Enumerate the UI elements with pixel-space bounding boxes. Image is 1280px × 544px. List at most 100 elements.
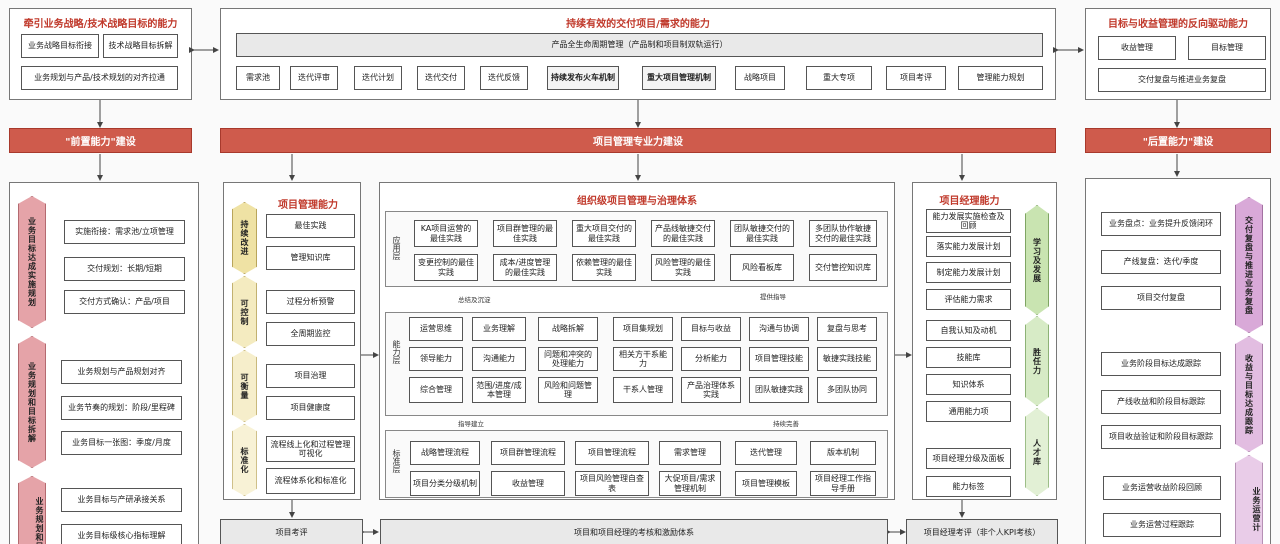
- arrow-label: 总结及沉淀: [458, 296, 491, 304]
- app-box: 风险看板库: [730, 254, 794, 281]
- std-box: 项目风险管理自查表: [575, 471, 649, 496]
- app-box: 产品线敏捷交付的最佳实践: [651, 220, 715, 247]
- pm-box: 管理知识库: [266, 246, 355, 270]
- pm-side-label: 可衡量: [232, 350, 257, 422]
- pmm-box: 制定能力发展计划: [926, 262, 1011, 283]
- right-side-label: 业务运营计: [1235, 455, 1263, 544]
- pmm-box: 自我认知及动机: [926, 320, 1011, 341]
- cap-box: 战略拆解: [538, 317, 598, 341]
- pmm-side-label: 人才库: [1025, 408, 1049, 496]
- arrow-label: 指导建立: [458, 420, 484, 428]
- top-left-title: 牵引业务战略/技术战略目标的能力: [23, 19, 178, 30]
- top-right-box: 收益管理: [1098, 36, 1176, 60]
- cap-box: 业务理解: [472, 317, 526, 341]
- step-box: 项目考评: [886, 66, 946, 90]
- top-center-title: 持续有效的交付项目/需求的能力: [566, 19, 710, 30]
- left-box: 实施衔接：需求池/立项管理: [64, 220, 185, 244]
- layer-label: 能力层: [392, 340, 401, 364]
- right-box: 项目交付复盘: [1101, 286, 1221, 310]
- cap-box: 敏捷实践技能: [817, 347, 877, 371]
- pm-box: 流程体系化和标准化: [266, 468, 355, 494]
- cap-box: 目标与收益: [681, 317, 741, 341]
- cap-box: 分析能力: [681, 347, 741, 371]
- top-right-title: 目标与收益管理的反向驱动能力: [1108, 19, 1248, 30]
- std-box: 项目经理工作指导手册: [810, 471, 876, 496]
- pmm-box: 通用能力项: [926, 401, 1011, 422]
- step-box: 重大专项: [806, 66, 872, 90]
- pm-box: 流程线上化和过程管理可视化: [266, 436, 355, 462]
- pmm-box: 能力标签: [926, 476, 1011, 497]
- left-box: 交付方式确认：产品/项目: [64, 290, 185, 314]
- pmm-side-label: 学习及发展: [1025, 205, 1049, 315]
- std-box: 项目分类分级机制: [410, 471, 480, 496]
- cap-box: 沟通与协调: [749, 317, 809, 341]
- lifecycle-bar: 产品全生命周期管理（产品制和项目制双轨运行）: [236, 33, 1043, 57]
- app-box: 多团队协作敏捷交付的最佳实践: [809, 220, 877, 247]
- app-box: KA项目运营的最佳实践: [414, 220, 478, 247]
- app-box: 风险管理的最佳实践: [651, 254, 715, 281]
- cap-box: 问题和冲突的处理能力: [538, 347, 598, 371]
- step-box: 战略项目: [735, 66, 785, 90]
- std-box: 项目管理流程: [575, 441, 649, 465]
- step-box: 迭代计划: [354, 66, 402, 90]
- std-box: 迭代管理: [735, 441, 797, 465]
- pm-box: 项目治理: [266, 364, 355, 388]
- left-side-label: 业务目标达成实施规划: [18, 196, 46, 328]
- right-box: 业务盘点：业务提升反馈闭环: [1101, 212, 1221, 236]
- pm-side-label: 可控制: [232, 276, 257, 348]
- step-box: 管理能力规划: [958, 66, 1043, 90]
- std-box: 项目群管理流程: [491, 441, 565, 465]
- std-box: 需求管理: [659, 441, 721, 465]
- std-box: 大促项目/需求管理机制: [659, 471, 721, 496]
- cap-box: 产品治理体系实践: [681, 377, 741, 403]
- banner-back-ability: "后置能力"建设: [1085, 128, 1271, 153]
- cap-box: 范围/进度/成本管理: [472, 377, 526, 403]
- pmm-box: 项目经理分级及面板: [926, 448, 1011, 469]
- layer-label: 应用层: [392, 236, 401, 260]
- pm-ability-title: 项目管理能力: [278, 200, 338, 211]
- banner-front-ability: "前置能力"建设: [9, 128, 192, 153]
- app-box: 团队敏捷交付的最佳实践: [730, 220, 794, 247]
- bottom-center-box: 项目和项目经理的考核和激励体系: [380, 519, 888, 544]
- cap-box: 相关方干系能力: [613, 347, 673, 371]
- pm-side-label: 标准化: [232, 424, 257, 496]
- pm-side-label: 持续改进: [232, 202, 257, 274]
- pmm-box: 落实能力发展计划: [926, 236, 1011, 257]
- top-right-box: 交付复盘与推进业务复盘: [1098, 68, 1266, 92]
- right-side-label: 交付复盘与推进业务复盘: [1235, 197, 1263, 333]
- app-box: 项目群管理的最佳实践: [493, 220, 557, 247]
- right-box: 产线收益和阶段目标跟踪: [1101, 390, 1221, 414]
- arrow-label: 提供指导: [760, 293, 786, 301]
- left-side-label: 业务规划和目: [18, 476, 46, 544]
- left-box: 业务目标与产研承接关系: [61, 488, 182, 512]
- cap-box: 沟通能力: [472, 347, 526, 371]
- arrow-label: 持续完善: [773, 420, 799, 428]
- right-box: 业务运营收益阶段回顾: [1103, 476, 1221, 500]
- left-box: 业务目标一张图：季度/月度: [61, 431, 182, 455]
- bottom-right-box: 项目经理考评（非个人KPI考核）: [906, 519, 1058, 544]
- pmm-box: 技能库: [926, 347, 1011, 368]
- cap-box: 项目管理技能: [749, 347, 809, 371]
- left-box: 业务规划与产品规划对齐: [61, 360, 182, 384]
- cap-box: 干系人管理: [613, 377, 673, 403]
- cap-box: 风险和问题管理: [538, 377, 598, 403]
- governance-title: 组织级项目管理与治理体系: [577, 196, 697, 207]
- app-box: 重大项目交付的最佳实践: [572, 220, 636, 247]
- right-side-label: 收益与目标达成跟踪: [1235, 336, 1263, 452]
- left-box: 业务节奏的规划：阶段/里程碑: [61, 396, 182, 420]
- pmm-box: 评估能力需求: [926, 289, 1011, 310]
- step-box: 迭代反馈: [480, 66, 528, 90]
- pm-box: 全周期监控: [266, 322, 355, 346]
- left-box: 交付规划：长期/短期: [64, 257, 185, 281]
- left-side-label: 业务规划和目标拆解: [18, 336, 46, 468]
- layer-label: 标准层: [392, 449, 401, 473]
- right-box: 业务阶段目标达成跟踪: [1101, 352, 1221, 376]
- cap-box: 综合管理: [409, 377, 463, 403]
- step-box: 重大项目管理机制: [642, 66, 716, 90]
- pm-box: 最佳实践: [266, 214, 355, 238]
- top-left-box: 技术战略目标拆解: [103, 34, 178, 58]
- cap-box: 项目集规划: [613, 317, 673, 341]
- right-box: 项目收益验证和阶段目标跟踪: [1101, 425, 1221, 449]
- app-box: 交付管控知识库: [809, 254, 877, 281]
